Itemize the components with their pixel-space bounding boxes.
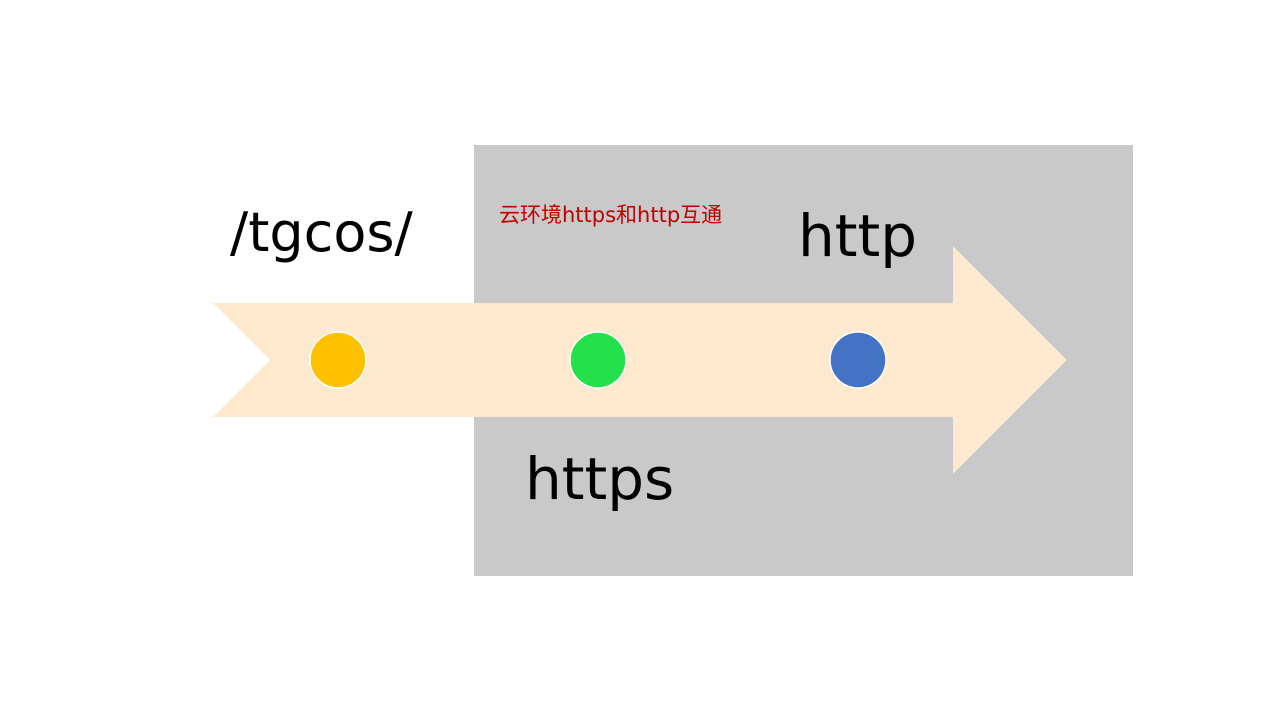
node-dot-https (569, 331, 627, 389)
node-label-https: https (525, 445, 675, 513)
node-dot-http (829, 331, 887, 389)
node-label-http: http (798, 202, 918, 270)
node-label-tgcos: /tgcos/ (230, 201, 413, 264)
caption-text: 云环境https和http互通 (499, 203, 723, 227)
node-dot-tgcos (309, 331, 367, 389)
timeline-arrow (213, 246, 1067, 474)
